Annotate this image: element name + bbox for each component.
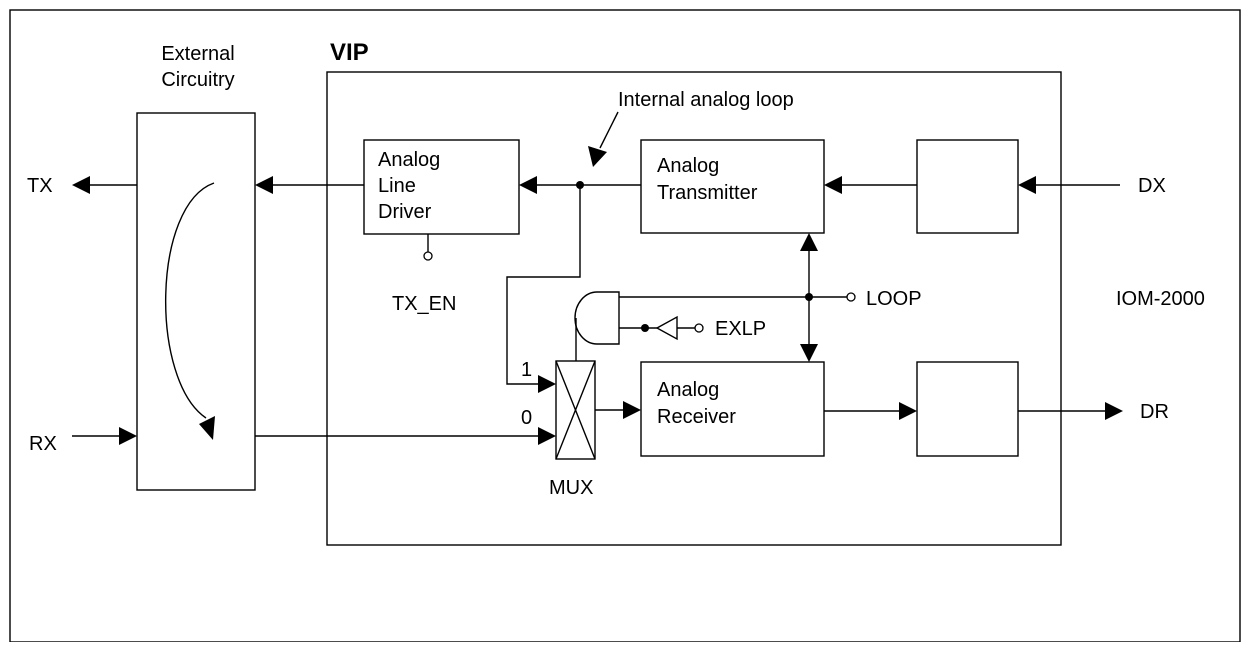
iom-2000-label: IOM-2000 xyxy=(1116,288,1205,310)
internal-loop-pointer-head xyxy=(588,146,607,167)
external-circuitry-label-1: External xyxy=(161,43,234,65)
dr-arrow xyxy=(1105,402,1123,420)
receiver-text-1: Analog xyxy=(657,379,719,401)
rx-arrow xyxy=(119,427,137,445)
line-driver-text-1: Analog xyxy=(378,149,440,171)
tx-interface-block xyxy=(916,139,1019,234)
transmitter-output-arrow xyxy=(519,176,537,194)
tx-en-label: TX_EN xyxy=(392,293,456,315)
dx-arrow xyxy=(1018,176,1036,194)
mux-label: MUX xyxy=(549,477,593,499)
external-circuitry-label-2: Circuitry xyxy=(161,69,234,91)
loop-terminal xyxy=(846,292,856,302)
mux-in1-arrow xyxy=(538,375,556,393)
loop-control-arrow-down xyxy=(800,344,818,362)
tx-interface-to-transmitter-arrow xyxy=(824,176,842,194)
line-driver-text-3: Driver xyxy=(378,201,432,223)
line-driver-text-2: Line xyxy=(378,175,416,197)
vip-boundary xyxy=(326,71,1062,546)
internal-loop-pointer-line xyxy=(599,111,619,149)
dx-label: DX xyxy=(1138,175,1166,197)
rx-interface-block xyxy=(916,361,1019,457)
mux-input-1-label: 1 xyxy=(521,359,532,381)
internal-loop-wire xyxy=(506,185,581,385)
analog-line-driver-block xyxy=(363,139,520,235)
dr-label: DR xyxy=(1140,401,1169,423)
loop-control-arrow-up xyxy=(800,233,818,251)
external-loop-curve xyxy=(165,182,215,419)
tx-arrow xyxy=(72,176,90,194)
external-loop-arrowhead xyxy=(199,416,215,440)
mux-diag-2 xyxy=(555,360,596,460)
analog-receiver-block xyxy=(640,361,825,457)
tx-label: TX xyxy=(27,175,53,197)
tx-en-terminal xyxy=(423,251,433,261)
driver-to-external-arrow xyxy=(255,176,273,194)
analog-transmitter-block xyxy=(640,139,825,234)
transmitter-text-2: Transmitter xyxy=(657,182,758,204)
receiver-output-arrow xyxy=(899,402,917,420)
or-gate xyxy=(574,291,620,345)
exlp-label: EXLP xyxy=(715,318,766,340)
exlp-buffer xyxy=(655,315,678,341)
exlp-junction-dot xyxy=(641,324,649,332)
rx-to-mux-arrow xyxy=(538,427,556,445)
vip-title: VIP xyxy=(330,39,369,66)
transmitter-text-1: Analog xyxy=(657,155,719,177)
rx-label: RX xyxy=(29,433,57,455)
exlp-terminal xyxy=(694,323,704,333)
receiver-text-2: Receiver xyxy=(657,406,736,428)
loop-label: LOOP xyxy=(866,288,922,310)
mux-to-receiver-arrow xyxy=(623,401,641,419)
internal-analog-loop-label: Internal analog loop xyxy=(618,89,794,111)
external-circuitry-box xyxy=(136,112,256,491)
mux-input-0-label: 0 xyxy=(521,407,532,429)
